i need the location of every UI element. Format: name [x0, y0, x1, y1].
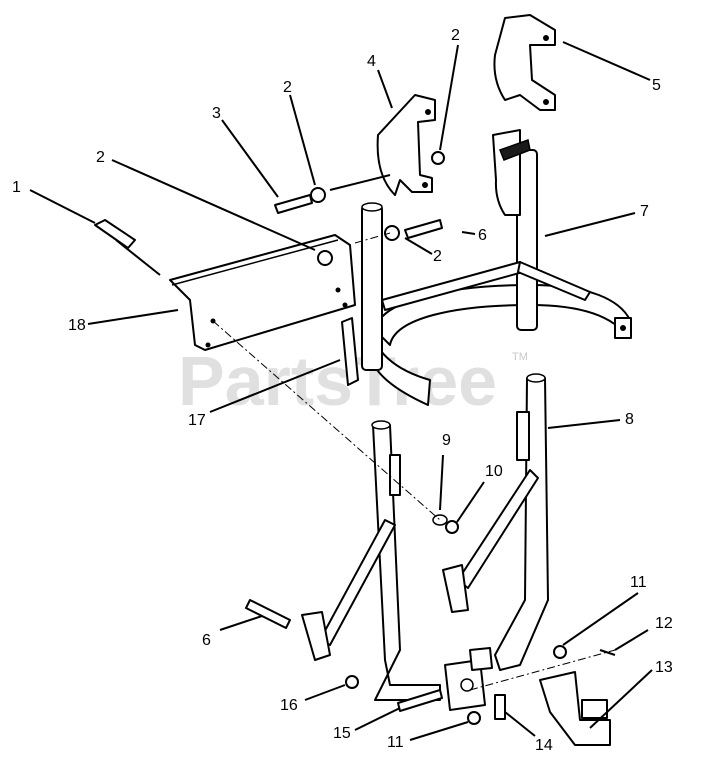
leader-lines: [29, 41, 653, 741]
upper-frame-part: [361, 129, 632, 406]
callout-12: 12: [655, 615, 673, 632]
callout-7: 7: [640, 203, 649, 220]
callout-16: 16: [280, 697, 298, 714]
callout-2: 2: [451, 27, 460, 44]
callout-2: 2: [433, 248, 442, 265]
top-bracket-part-5: [493, 14, 556, 111]
callout-3: 3: [212, 105, 221, 122]
alignment-lines: [212, 232, 616, 691]
hardware: [94, 151, 616, 725]
callout-11: 11: [387, 734, 404, 751]
hitch-bracket-part-13: [539, 671, 611, 746]
callout-labels: 1 2 2 2 2 3 4 5 6 6 7 8 9 10 11 11 12 13…: [12, 27, 673, 754]
watermark-trademark: TM: [512, 351, 528, 363]
callout-10: 10: [485, 463, 503, 480]
hinge-plate-part-14: [444, 647, 493, 711]
callout-6: 6: [478, 227, 487, 244]
callout-8: 8: [625, 411, 634, 428]
callout-11: 11: [630, 574, 647, 591]
callout-5: 5: [652, 77, 661, 94]
callout-6: 6: [202, 632, 211, 649]
callout-18: 18: [68, 317, 86, 334]
callout-15: 15: [333, 725, 351, 742]
bracket-part-4: [376, 94, 436, 196]
callout-2: 2: [283, 79, 292, 96]
callout-14: 14: [535, 737, 553, 754]
watermark-text: PartsTree: [178, 342, 497, 420]
callout-4: 4: [367, 53, 376, 70]
lower-frame-part-8: [301, 373, 549, 701]
callout-9: 9: [442, 432, 451, 449]
callout-2: 2: [96, 149, 105, 166]
callout-1: 1: [12, 179, 21, 196]
strip-part-17: [341, 317, 359, 386]
callout-17: 17: [188, 412, 206, 429]
callout-13: 13: [655, 659, 673, 676]
